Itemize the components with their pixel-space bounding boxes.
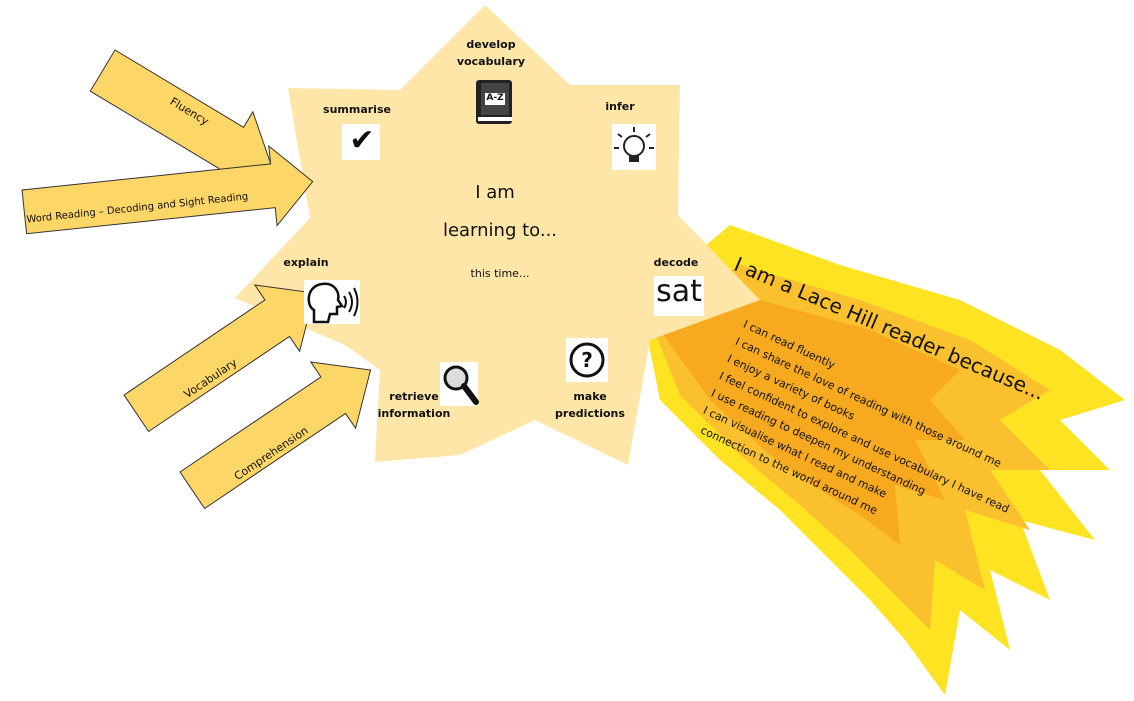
- arrow-word-reading: [21, 144, 314, 235]
- lightbulb-icon: [612, 124, 656, 170]
- label-information: information: [377, 407, 451, 420]
- label-explain: explain: [283, 256, 329, 269]
- center-line-1: I am: [475, 182, 515, 203]
- question-mark-icon: [566, 338, 608, 382]
- decode-sat-text: sat: [656, 274, 702, 309]
- question-mark-glyph: ?: [581, 348, 593, 372]
- learning-star: [235, 5, 760, 465]
- center-line-3: this time...: [470, 267, 530, 280]
- shooting-star-tail-inner: [660, 300, 965, 545]
- label-retrieve: retrieve: [389, 390, 439, 403]
- label-predictions: predictions: [555, 407, 625, 420]
- magnifying-glass-icon: [440, 362, 479, 406]
- speaking-head-icon: [304, 280, 360, 324]
- tick-icon-bg: [342, 124, 380, 160]
- label-infer: infer: [605, 100, 635, 113]
- label-develop-vocabulary: develop vocabulary: [446, 36, 536, 70]
- center-line-2: learning to...: [442, 220, 558, 241]
- label-decode: decode: [653, 256, 699, 269]
- label-vocabulary: vocabulary: [456, 55, 526, 68]
- book-icon: [476, 80, 512, 124]
- tick-icon: ✔: [349, 123, 375, 158]
- label-make-predictions: make predictions: [540, 388, 640, 422]
- arrow-comprehension: [179, 361, 372, 510]
- label-retrieve-information: retrieve information: [364, 388, 464, 422]
- decode-icon-bg: [654, 276, 704, 316]
- label-summarise: summarise: [323, 103, 391, 116]
- label-make: make: [573, 390, 607, 403]
- label-develop: develop: [466, 38, 516, 51]
- book-az-text: A-Z: [486, 93, 504, 103]
